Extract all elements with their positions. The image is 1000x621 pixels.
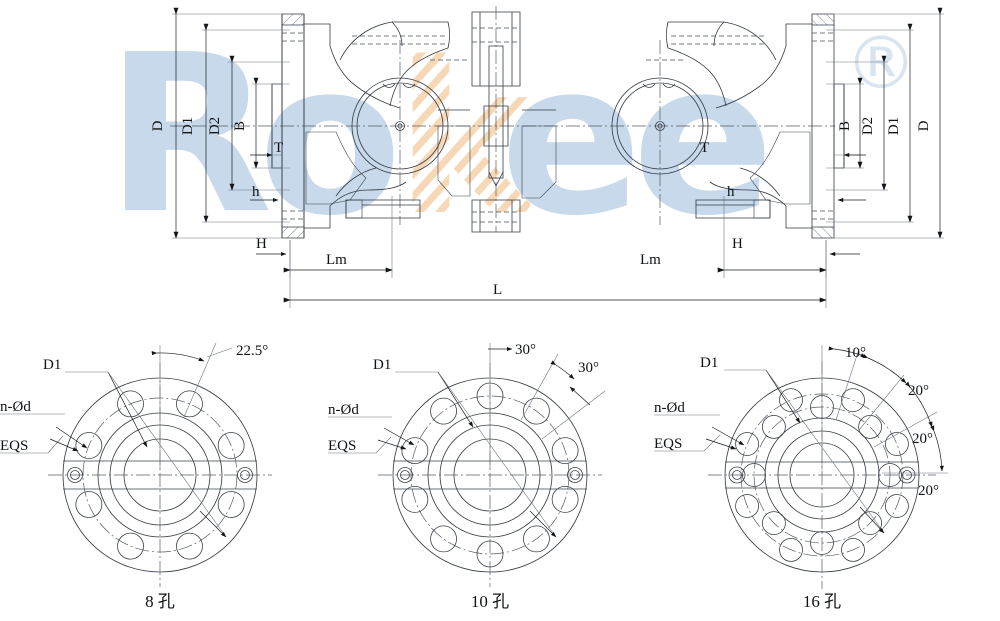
leader-D1: D1 [43, 357, 148, 448]
dimension-label-H-right: H [732, 236, 743, 252]
dimension-label-D1-left: D1 [180, 117, 196, 135]
dimension-label-D2-left: D2 [207, 117, 223, 135]
dimension-label-T-right: T [700, 140, 709, 156]
dimension-D2-left: D2 [207, 55, 235, 191]
dimension-label-D-left: D [150, 120, 166, 131]
dimension-D-left: D [150, 7, 179, 239]
bolt-hole-group-outer [735, 388, 909, 562]
dimension-label-B-left: B [232, 121, 248, 131]
dimension-label-D1-right: D1 [886, 117, 902, 135]
angle-label-20-c: 20° [918, 483, 939, 499]
side-boss-group [397, 467, 583, 483]
leader-label-eqs: EQS [328, 438, 356, 454]
dimension-label-B-right: B [837, 121, 853, 131]
dimension-H-right: H [732, 236, 860, 257]
leader-n-od-eqs: n-Ød EQS [0, 399, 88, 454]
dimension-D1-right: D1 [886, 23, 913, 223]
dimension-label-Lm-right: Lm [640, 252, 661, 268]
dimension-label-H-left: H [256, 236, 267, 252]
dimension-h-left: h [250, 184, 279, 203]
dimension-T-left: T [250, 140, 283, 158]
leader-D1-diagonal [107, 371, 227, 538]
leader-label-D1: D1 [43, 357, 61, 373]
side-boss-group [728, 466, 916, 484]
dimension-label-D-right: D [916, 120, 932, 131]
leader-label-n-od: n-Ød [0, 399, 31, 415]
dimension-h-right: h [727, 184, 866, 203]
dimension-D2-right: D2 [860, 55, 887, 191]
dimension-label-h-left: h [252, 184, 260, 200]
leader-D1: D1 [373, 357, 474, 428]
dimension-B-left: B [232, 77, 259, 169]
angle-label-20-a: 20° [908, 383, 929, 399]
dimension-label-T-left: T [274, 140, 283, 156]
angle-arc-22_5: 22.5° [151, 342, 268, 470]
leader-D1-diagonal [437, 371, 557, 538]
angle-label-30-b: 30° [578, 360, 599, 376]
dimension-label-L: L [493, 282, 502, 298]
leader-n-od-eqs: n-Ød EQS [654, 400, 745, 452]
dimension-label-D2-right: D2 [860, 117, 876, 135]
angle-arc-30-a: 30° [488, 342, 559, 470]
bolt-hole-group [75, 390, 245, 560]
flange-caption-10: 10 孔 [471, 592, 509, 611]
leader-label-n-od: n-Ød [328, 402, 359, 418]
angle-arc-10: 10° [828, 345, 867, 361]
leader-n-od-eqs: n-Ød EQS [328, 402, 415, 454]
dimension-T-right: T [700, 140, 866, 158]
flange-caption-16: 16 孔 [803, 592, 841, 611]
side-boss-group [67, 467, 253, 483]
angle-arc-20-c: 20° [918, 425, 944, 499]
dimension-H-left: H [256, 236, 287, 257]
leader-label-eqs: EQS [654, 436, 682, 452]
dimension-label-h-right: h [727, 184, 735, 200]
flange-caption-8: 8 孔 [145, 592, 175, 611]
leader-D1-diagonal [765, 369, 885, 534]
section-dimensions-left: D D1 D2 B T [150, 7, 393, 278]
angle-label-10: 10° [845, 345, 866, 361]
leader-D1: D1 [700, 355, 801, 424]
dimension-B-right: B [837, 77, 863, 169]
angle-arc-20-a: 20° [862, 354, 929, 399]
leader-label-D1: D1 [373, 357, 391, 373]
angle-arc-30-b: 30° [541, 360, 606, 440]
angle-label-20-b: 20° [912, 431, 933, 447]
bolt-hole-group [401, 382, 579, 568]
dimension-D-right: D [916, 7, 943, 239]
angle-label-30-a: 30° [515, 342, 536, 358]
angle-label-22_5: 22.5° [236, 343, 268, 359]
leader-label-n-od: n-Ød [654, 400, 685, 416]
bolt-hole-group-inner [742, 395, 902, 555]
dimension-L-overall: L [283, 240, 827, 308]
dimension-D1-left: D1 [180, 23, 209, 223]
leader-label-eqs: EQS [0, 438, 28, 454]
leader-label-D1: D1 [700, 355, 718, 371]
dimension-label-Lm-left: Lm [326, 252, 347, 268]
section-dimensions-right: D D1 D2 B T h [640, 7, 944, 278]
